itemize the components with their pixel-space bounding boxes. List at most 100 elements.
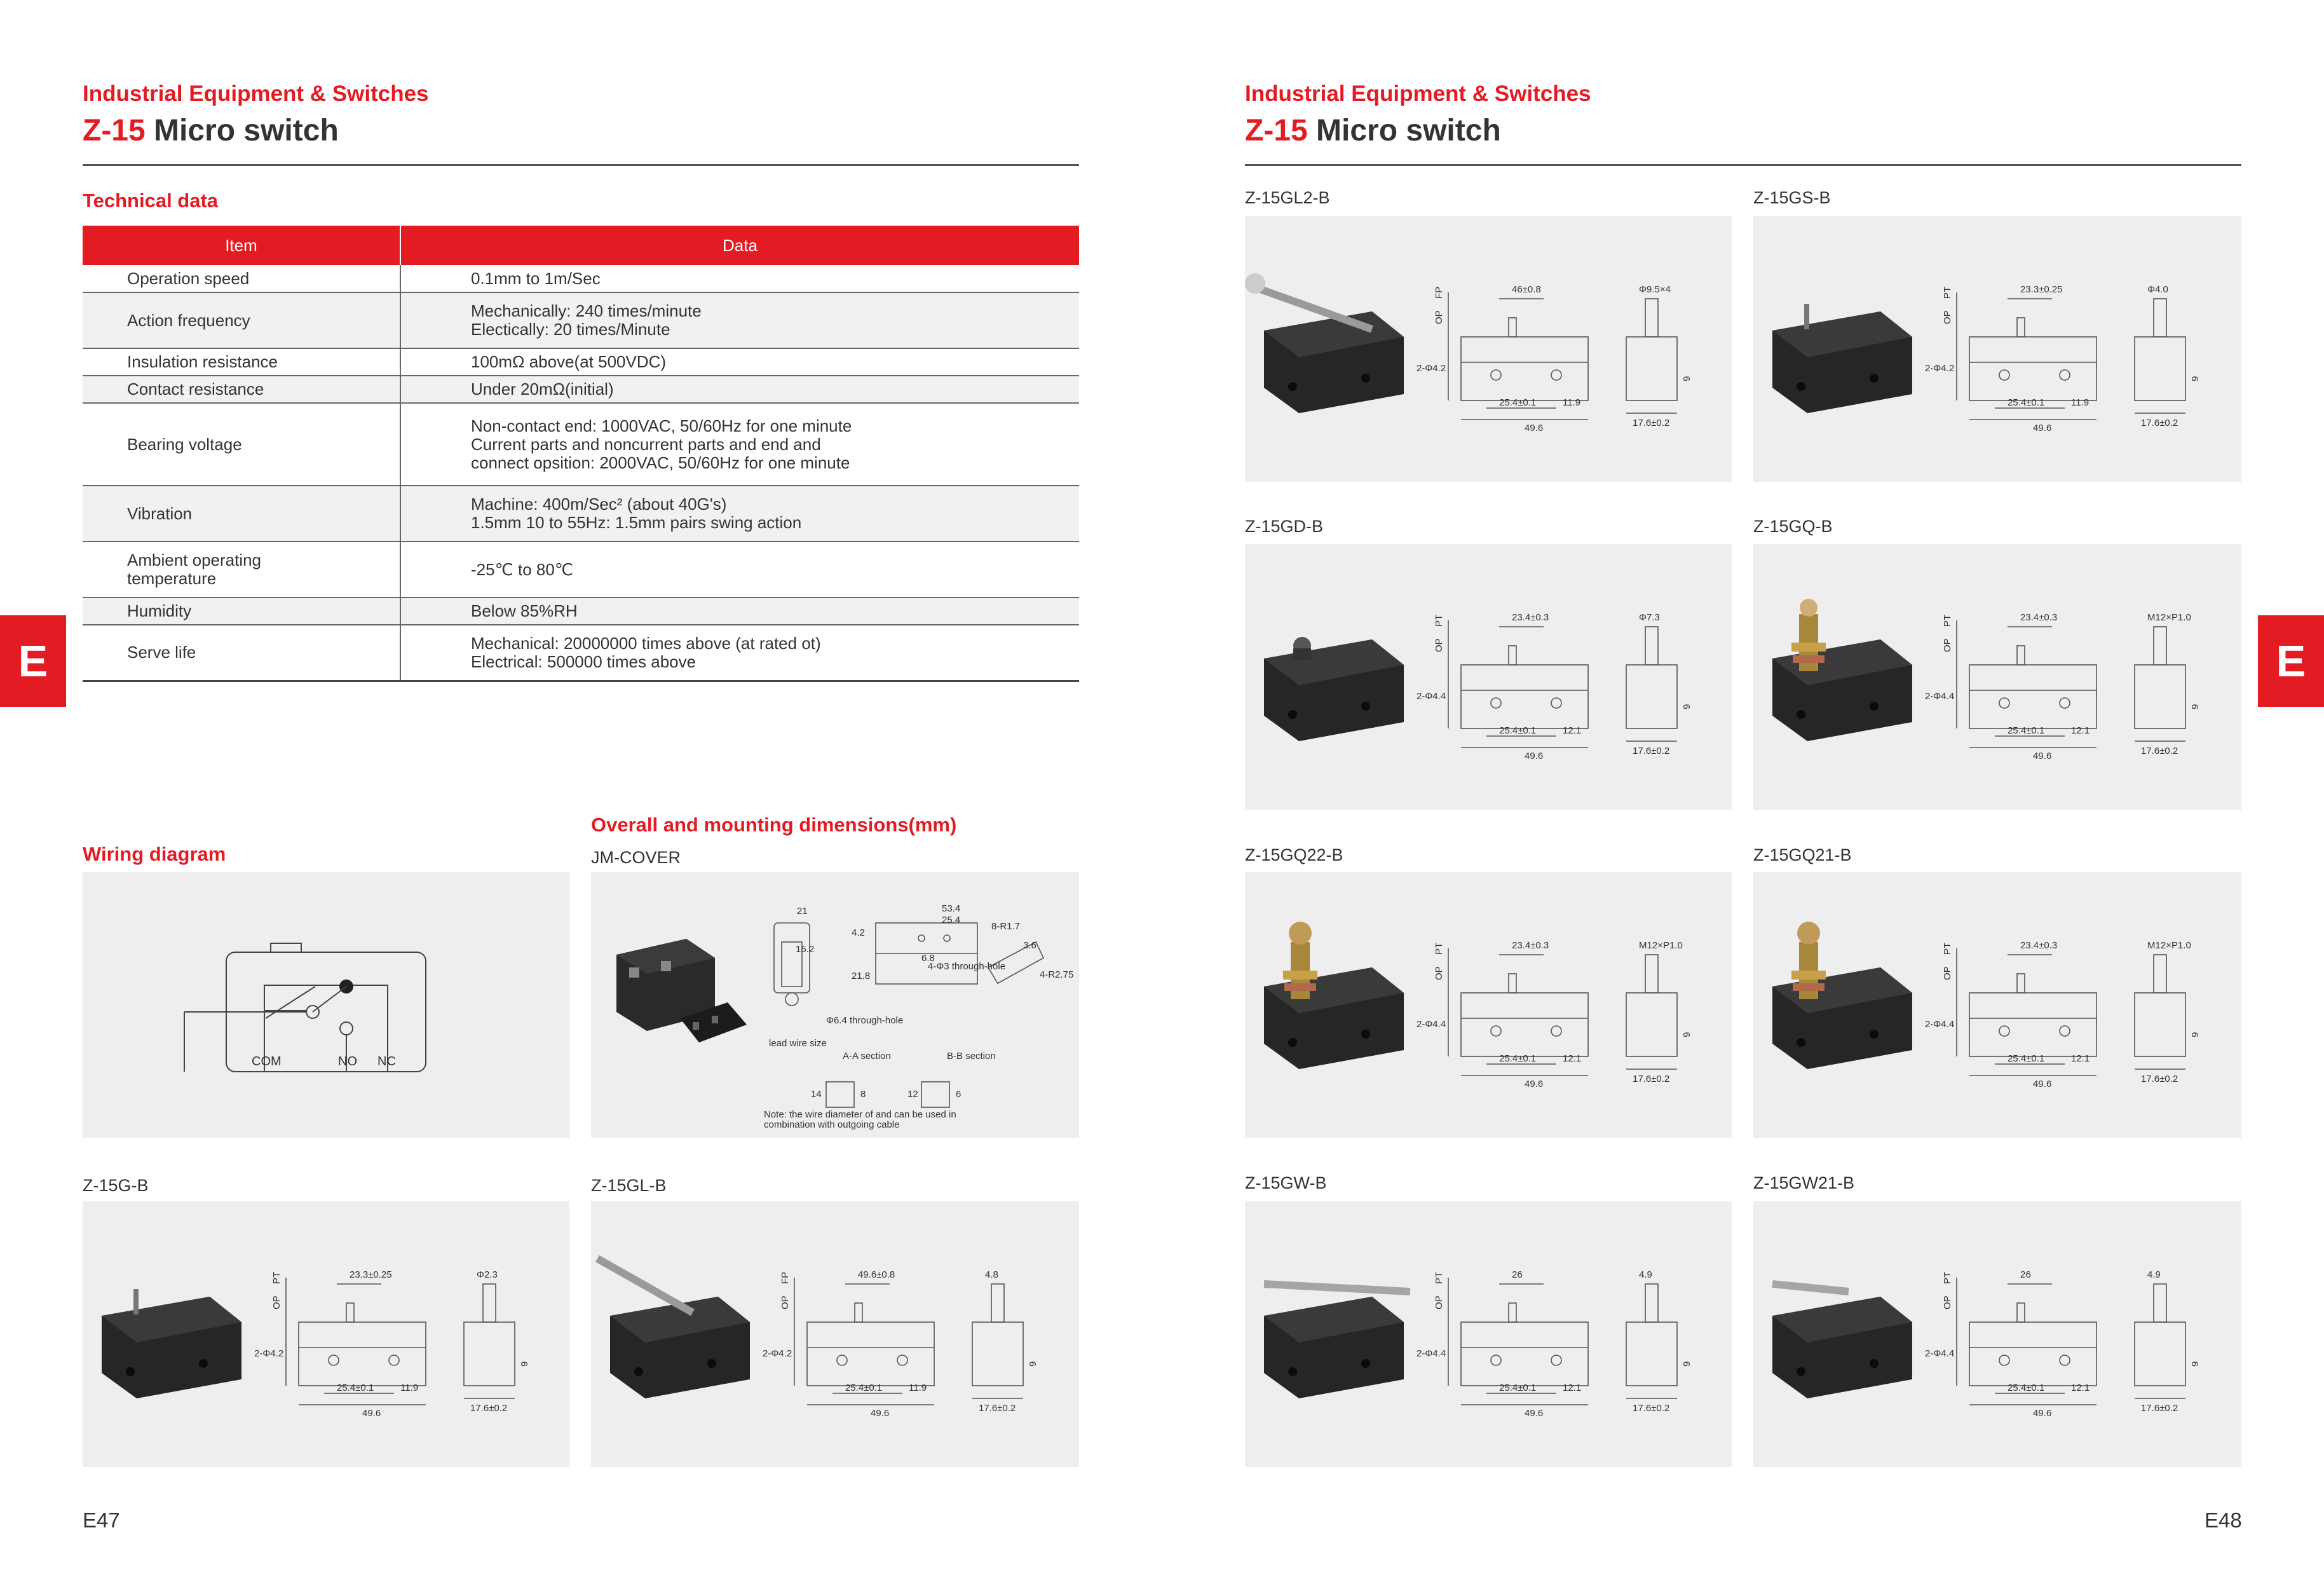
dim-text: 6 (956, 1089, 961, 1100)
dim-text: 25.4±0.1 (2008, 1382, 2044, 1393)
switch-photo (1772, 304, 1912, 413)
dim-text: 25.4±0.1 (1499, 397, 1536, 408)
row-data-line: Below 85%RH (471, 601, 578, 620)
technical-data-heading: Technical data (83, 189, 219, 212)
dim-text: 8 (860, 1089, 866, 1100)
dim-text: OP (1434, 1295, 1444, 1309)
dim-text: 12.1 (2071, 1053, 2090, 1064)
dim-text: 9 (2190, 1362, 2201, 1367)
dim-text: 25.4±0.1 (845, 1382, 882, 1393)
row-data-line: 100mΩ above(at 500VDC) (471, 352, 667, 371)
dim-text: 2-Φ4.2 (763, 1348, 792, 1359)
switch-front-view (1956, 948, 2186, 1076)
switch-front-view (1448, 292, 1678, 420)
wiring-diagram-panel: COM NO NC (83, 872, 569, 1138)
dim-text: 12.1 (1563, 1053, 1581, 1064)
wiring-label-no: NO (338, 1055, 357, 1068)
page-number: E48 (2205, 1508, 2242, 1532)
dim-text: 4-Φ3 through-hole (928, 961, 1005, 972)
switch-photo (1772, 1280, 1912, 1398)
dim-text: 12.1 (1563, 725, 1581, 736)
row-data-line: 1.5mm 10 to 55Hz: 1.5mm pairs swing acti… (471, 513, 802, 532)
dim-text: 49.6 (2033, 1408, 2051, 1419)
dim-text: 25.4±0.1 (1499, 725, 1536, 736)
row-item: Contact resistance (83, 376, 401, 404)
model-label: Z-15GQ-B (1753, 517, 1833, 536)
dim-text: OP (1434, 638, 1444, 652)
dim-text: Φ4.0 (2147, 284, 2168, 295)
wiring-label-nc: NC (377, 1055, 396, 1068)
dim-text: 23.3±0.25 (2020, 284, 2063, 295)
row-data: Machine: 400m/Sec² (about 40G's)1.5mm 10… (400, 486, 1079, 542)
table-row: Serve life Mechanical: 20000000 times ab… (83, 625, 1079, 682)
dim-text: 9 (1682, 1032, 1692, 1037)
category-heading: Industrial Equipment & Switches (1245, 81, 1591, 106)
wiring-label-com: COM (252, 1055, 282, 1068)
dim-text: 2-Φ4.4 (1417, 691, 1446, 702)
dim-text: 17.6±0.2 (2141, 1403, 2178, 1414)
dim-text: 4.9 (2147, 1269, 2161, 1280)
dim-text: PT (1942, 287, 1953, 299)
jm-cover-drawing: 21 53.4 25.4 8-R1.7 4.2 15.2 3.6 21.8 6.… (616, 903, 1073, 1130)
dim-text: lead wire size (769, 1038, 827, 1049)
header-rule (1245, 164, 2241, 166)
category-heading: Industrial Equipment & Switches (83, 81, 429, 106)
row-data: Mechanical: 20000000 times above (at rat… (400, 625, 1079, 682)
dim-text: PT (1434, 943, 1444, 955)
dim-text: 9 (2190, 1032, 2201, 1037)
dim-text: 2-Φ4.4 (1925, 1019, 1954, 1030)
page-number: E47 (83, 1508, 120, 1532)
dim-text: 8-R1.7 (991, 921, 1020, 932)
dim-text: 49.6 (1525, 751, 1543, 761)
dim-text: 23.3±0.25 (350, 1269, 392, 1280)
dim-text: 21.8 (852, 971, 870, 981)
dim-text: 2-Φ4.2 (1417, 363, 1446, 374)
model-label: Z-15GW21-B (1753, 1173, 1855, 1192)
dim-text: A-A section (843, 1051, 891, 1062)
dim-text: 2-Φ4.4 (1925, 1348, 1954, 1359)
page-title: Z-15 Micro switch (1245, 113, 1501, 148)
switch-front-view (1956, 620, 2186, 748)
dim-text: 11.9 (1563, 397, 1580, 408)
dim-text: 25.4±0.1 (1499, 1053, 1536, 1064)
dim-text: OP (1434, 310, 1444, 324)
dim-text: PT (1942, 1272, 1953, 1284)
dim-text: 17.6±0.2 (470, 1403, 507, 1414)
dim-text: OP (1942, 1295, 1953, 1309)
dim-text: FP (780, 1272, 791, 1284)
switch-front-view (1448, 620, 1678, 748)
page-e48: Industrial Equipment & Switches Z-15 Mic… (1162, 0, 2324, 1577)
page-title: Z-15 Micro switch (83, 113, 339, 148)
table-row: Bearing voltage Non-contact end: 1000VAC… (83, 403, 1079, 486)
switch-photo (1263, 1280, 1411, 1398)
dim-text: M12×P1.0 (2147, 612, 2191, 623)
column-header-data: Data (400, 226, 1079, 265)
dim-text: OP (780, 1295, 791, 1309)
dim-text: 17.6±0.2 (2141, 418, 2178, 428)
row-item: Bearing voltage (83, 403, 401, 486)
dim-text: OP (1434, 966, 1444, 980)
dim-text: 49.6 (2033, 423, 2051, 434)
dim-text: OP (271, 1295, 282, 1309)
dim-text: 2-Φ4.2 (254, 1348, 283, 1359)
dim-text: 23.4±0.3 (1512, 940, 1549, 951)
switch-photo (1264, 637, 1404, 741)
dim-text: 23.4±0.3 (2020, 940, 2057, 951)
dim-text: 17.6±0.2 (1633, 1074, 1669, 1084)
